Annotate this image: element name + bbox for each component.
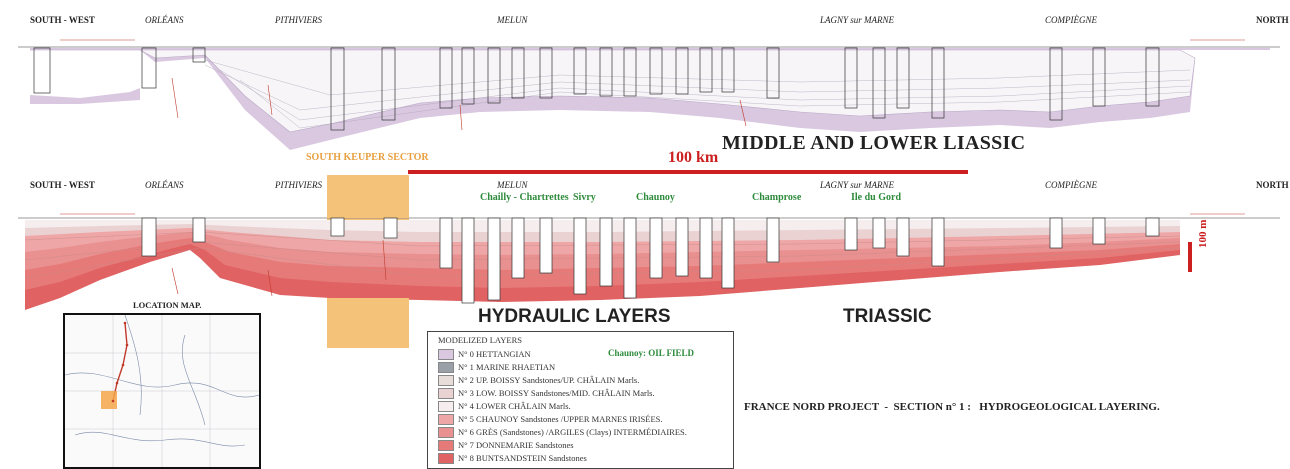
legend-label: N° 1 MARINE RHAETIAN [458,362,556,372]
bottom-label-orleans: ORLÉANS [145,180,184,190]
legend-swatch [438,426,454,438]
oil-field-note: Chaunoy: OIL FIELD [608,348,695,358]
field-sivry: Sivry [573,192,596,203]
legend-swatch [438,439,454,451]
bottom-label-north: NORTH [1256,180,1289,190]
legend-label: N° 4 LOWER CHÂLAIN Marls. [458,401,571,411]
bottom-label-compiegne: COMPIÈGNE [1045,180,1097,190]
top-label-melun: MELUN [497,15,528,25]
legend-label: N° 2 UP. BOISSY Sandstones/UP. CHÂLAIN M… [458,375,640,385]
legend-swatch [438,348,454,360]
top-label-compiegne: COMPIÈGNE [1045,15,1097,25]
field-champrose: Champrose [752,192,802,203]
legend-swatch [438,452,454,464]
liassic-title: MIDDLE AND LOWER LIASSIC [722,132,1026,154]
legend-label: N° 5 CHAUNOY Sandstones /UPPER MARNES IR… [458,414,663,424]
location-map-title: LOCATION MAP. [133,300,202,310]
legend-item: N° 5 CHAUNOY Sandstones /UPPER MARNES IR… [438,413,663,425]
top-label-north: NORTH [1256,15,1289,25]
legend-item: N° 6 GRÈS (Sandstones) /ARGILES (Clays) … [438,426,687,438]
legend-item: N° 1 MARINE RHAETIAN [438,361,555,373]
legend-box: MODELIZED LAYERS Chaunoy: OIL FIELD N° 0… [427,331,734,469]
triassic-section [18,175,1280,348]
location-map-drawing [65,315,259,467]
hydraulic-layers-title: HYDRAULIC LAYERS [478,306,671,327]
legend-label: N° 0 HETTANGIAN [458,349,531,359]
legend-item: N° 0 HETTANGIAN [438,348,531,360]
legend-swatch [438,413,454,425]
top-label-pithiviers: PITHIVIERS [275,15,322,25]
bottom-label-melun: MELUN [497,180,528,190]
field-ile-du-gord: Ile du Gord [851,192,902,203]
location-map [63,313,261,469]
legend-item: N° 4 LOWER CHÂLAIN Marls. [438,400,571,412]
legend-label: N° 3 LOW. BOISSY Sandstones/MID. CHÂLAIN… [458,388,655,398]
legend-swatch [438,374,454,386]
bottom-label-south-west: SOUTH - WEST [30,180,95,190]
scale-100km-bar [408,170,968,174]
liassic-section [18,39,1280,150]
scale-100km-label: 100 km [668,149,719,166]
bottom-label-lagny: LAGNY sur MARNE [820,180,895,190]
bottom-label-pithiviers: PITHIVIERS [275,180,322,190]
top-label-orleans: ORLÉANS [145,15,184,25]
legend-item: N° 2 UP. BOISSY Sandstones/UP. CHÂLAIN M… [438,374,639,386]
legend-item: N° 3 LOW. BOISSY Sandstones/MID. CHÂLAIN… [438,387,655,399]
legend-item: N° 7 DONNEMARIE Sandstones [438,439,574,451]
legend-label: N° 8 BUNTSANDSTEIN Sandstones [458,453,587,463]
footer-title: FRANCE NORD PROJECT - SECTION n° 1 : HYD… [744,401,1160,413]
top-label-lagny: LAGNY sur MARNE [820,15,895,25]
legend-label: N° 7 DONNEMARIE Sandstones [458,440,574,450]
legend-swatch [438,400,454,412]
south-keuper-label: SOUTH KEUPER SECTOR [306,152,429,163]
triassic-title: TRIASSIC [843,306,932,327]
legend-label: N° 6 GRÈS (Sandstones) /ARGILES (Clays) … [458,427,687,437]
top-label-south-west: SOUTH - WEST [30,15,95,25]
legend-title: MODELIZED LAYERS [438,335,522,345]
legend-swatch [438,387,454,399]
legend-item: N° 8 BUNTSANDSTEIN Sandstones [438,452,587,464]
field-chaunoy: Chaunoy [636,192,675,203]
scale-100m-label: 100 m [1197,219,1209,248]
legend-swatch [438,361,454,373]
field-chailly: Chailly - Chartrettes [480,192,569,203]
